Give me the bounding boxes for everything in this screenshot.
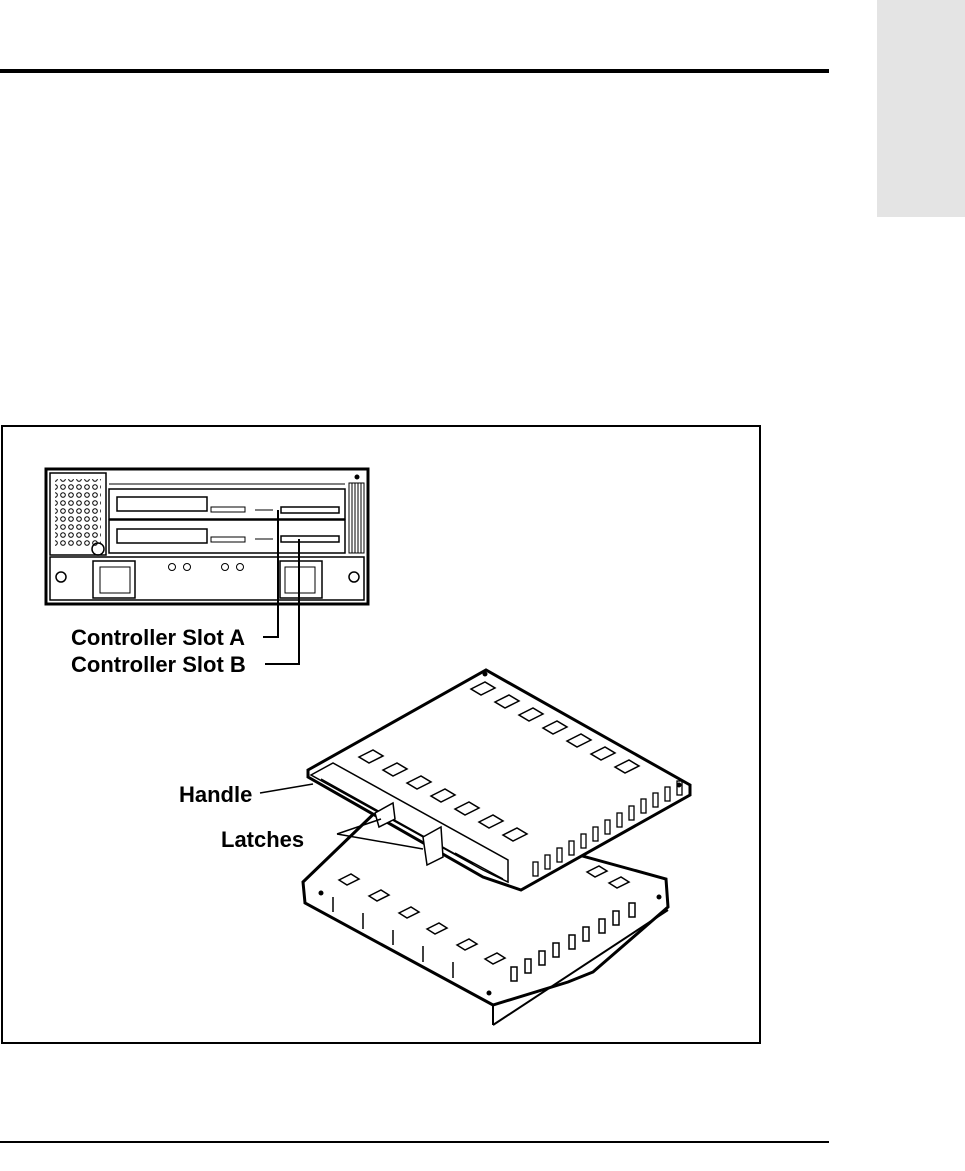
controller-illustration: Controller Slot A Controller Slot B bbox=[3, 427, 759, 1042]
section-thumb-tab bbox=[877, 0, 965, 217]
callout-handle: Handle bbox=[179, 782, 252, 807]
callout-controller-slot-b: Controller Slot B bbox=[71, 652, 246, 677]
controller-slot-b bbox=[109, 520, 345, 553]
header-rule bbox=[0, 69, 829, 73]
callout-latches: Latches bbox=[221, 827, 304, 852]
slot-leader-lines bbox=[263, 510, 299, 664]
callout-controller-slot-a: Controller Slot A bbox=[71, 625, 245, 650]
controller-slot-a bbox=[109, 489, 345, 519]
figure-frame: Controller Slot A Controller Slot B bbox=[1, 425, 761, 1044]
enclosure-rear-view bbox=[46, 469, 368, 604]
footer-rule bbox=[0, 1141, 829, 1143]
